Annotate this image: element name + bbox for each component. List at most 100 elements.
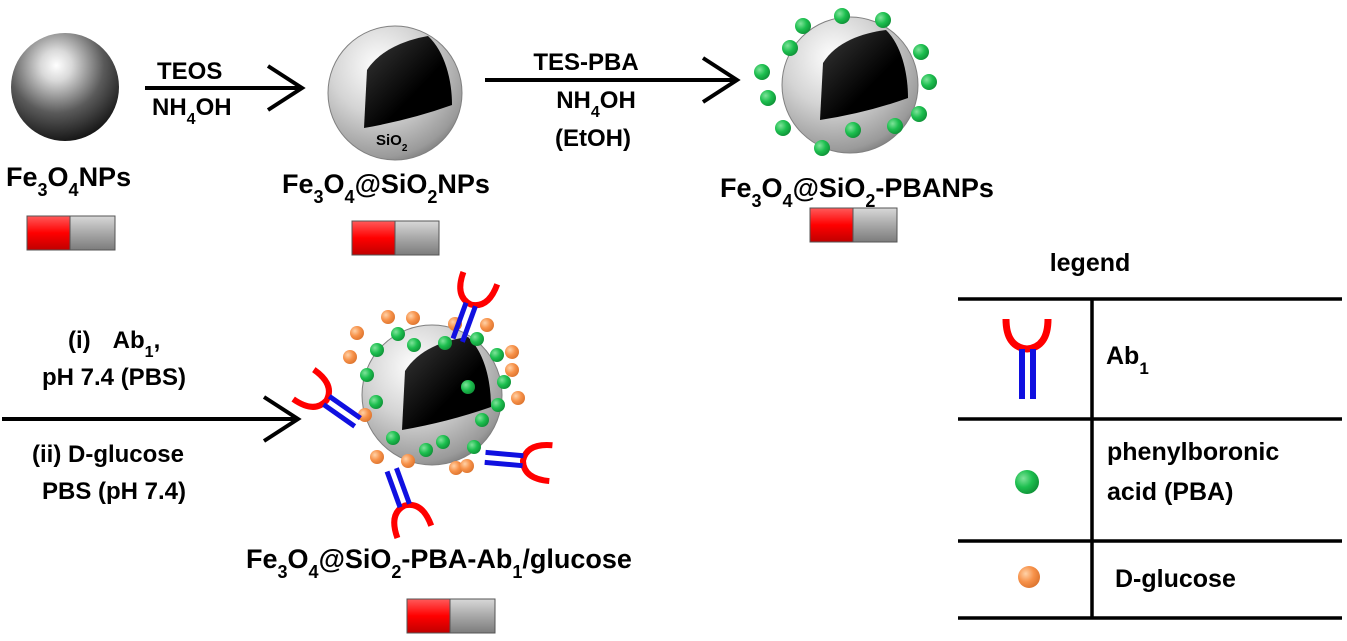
step3-line1: (i)Ab1, [68,327,160,361]
magnet-gray-pole [449,598,496,634]
arrow-head [262,395,302,443]
reaction-arrow-2 [485,56,741,104]
pba-dot [467,440,481,454]
label-fe3o4-sio2-pba-ab1-glucose: Fe3O4@SiO2-PBA-Ab1/glucose [246,544,632,582]
pba-dot [760,90,776,106]
glucose-dot [350,326,364,340]
pba-dot [834,8,850,24]
glucose-dot [505,363,519,377]
reaction-arrow-1 [145,64,306,112]
pba-dot [438,336,452,350]
label-fe3o4-sio2-nps: Fe3O4@SiO2NPs [282,169,490,207]
fe3o4-sio2-pba-ab1-glucose-nanoparticle [291,270,553,540]
pba-dot [887,118,903,134]
magnet-icon [809,207,898,243]
glucose-dot [370,450,384,464]
step2-medium: (EtOH) [555,125,631,152]
fe3o4-sio2-nanoparticle: SiO2 [327,25,463,161]
step2-solvent: NH4OH [556,87,636,121]
magnetite-core-cutaway [402,337,491,430]
pba-dot [775,120,791,136]
step3-line2: pH 7.4 (PBS) [42,364,186,391]
pba-dot [369,395,383,409]
legend-ab1-label: Ab1 [1106,342,1149,378]
glucose-dot [406,311,420,325]
glucose-dot [511,391,525,405]
step3-line4: PBS (pH 7.4) [42,478,186,505]
legend-glucose-label: D-glucose [1115,565,1236,593]
glucose-dot [358,408,372,422]
magnet-red-pole [809,207,854,243]
magnet-icon [351,220,440,256]
step2-reagent: TES-PBA [533,49,638,76]
glucose-dot [401,454,415,468]
legend-table: legend Ab1 phenylboronic acid (PBA) D-gl… [958,249,1342,620]
antibody [291,367,362,429]
antibody-layer [291,270,553,540]
fe3o4-nanoparticle [11,33,119,141]
magnet-icon [406,598,496,634]
glucose-dot [449,461,463,475]
step1-solvent: NH4OH [152,94,232,128]
legend-title: legend [1050,249,1131,277]
fe3o4-sio2-pba-nanoparticle [754,8,937,156]
pba-dot [475,413,489,427]
label-fe3o4-sio2-pba-nps: Fe3O4@SiO2-PBANPs [720,173,994,211]
glucose-dot [480,318,494,332]
pba-dot [845,122,861,138]
legend-antibody-icon [1002,318,1052,399]
antibody [450,270,501,343]
magnet-gray-pole [69,215,116,251]
magnetite-core-cutaway [364,36,452,128]
label-fe3o4-nps: Fe3O4NPs [6,162,131,200]
pba-dot [782,40,798,56]
glucose-dot [460,459,474,473]
pba-dot [814,140,830,156]
pba-dot [391,327,405,341]
magnet-red-pole [406,598,451,634]
pba-dot [497,375,511,389]
magnet-red-pole [351,220,396,256]
pba-dot [911,106,927,122]
pba-dot [436,435,450,449]
legend-pba-line1: phenylboronic [1107,438,1279,466]
legend-glucose-icon [1018,566,1040,588]
pba-dot [875,12,891,28]
pba-glucose-coating [343,310,525,475]
antibody [384,467,435,540]
glucose-dot [343,350,357,364]
pba-dot [491,398,505,412]
step1-reagent: TEOS [157,58,222,85]
pba-dot [407,338,421,352]
pba-dot [921,74,937,90]
pba-dot [795,18,811,34]
magnet-red-pole [26,215,71,251]
reaction-arrow-3 [2,395,302,443]
pba-dot [461,380,475,394]
magnetite-core-cutaway [820,30,908,120]
magnetite-sphere [11,33,119,141]
glucose-dot [381,310,395,324]
pba-dot [754,64,770,80]
arrow-head [266,64,306,112]
pba-dot [386,431,400,445]
step3-line3: (ii) D-glucose [32,441,184,468]
pba-coating [754,8,937,156]
pba-dot [360,368,374,382]
antibody [484,441,553,485]
pba-dot [913,44,929,60]
sio2-shell-label: SiO2 [376,132,408,154]
legend-pba-icon [1015,470,1039,494]
pba-dot [470,332,484,346]
pba-dot [419,443,433,457]
pba-dot [370,343,384,357]
arrow-head [701,56,741,104]
legend-pba-line2: acid (PBA) [1107,478,1233,506]
magnet-icon [26,215,116,251]
glucose-dot [505,345,519,359]
magnet-gray-pole [852,207,898,243]
pba-dot [490,348,504,362]
magnet-gray-pole [394,220,440,256]
